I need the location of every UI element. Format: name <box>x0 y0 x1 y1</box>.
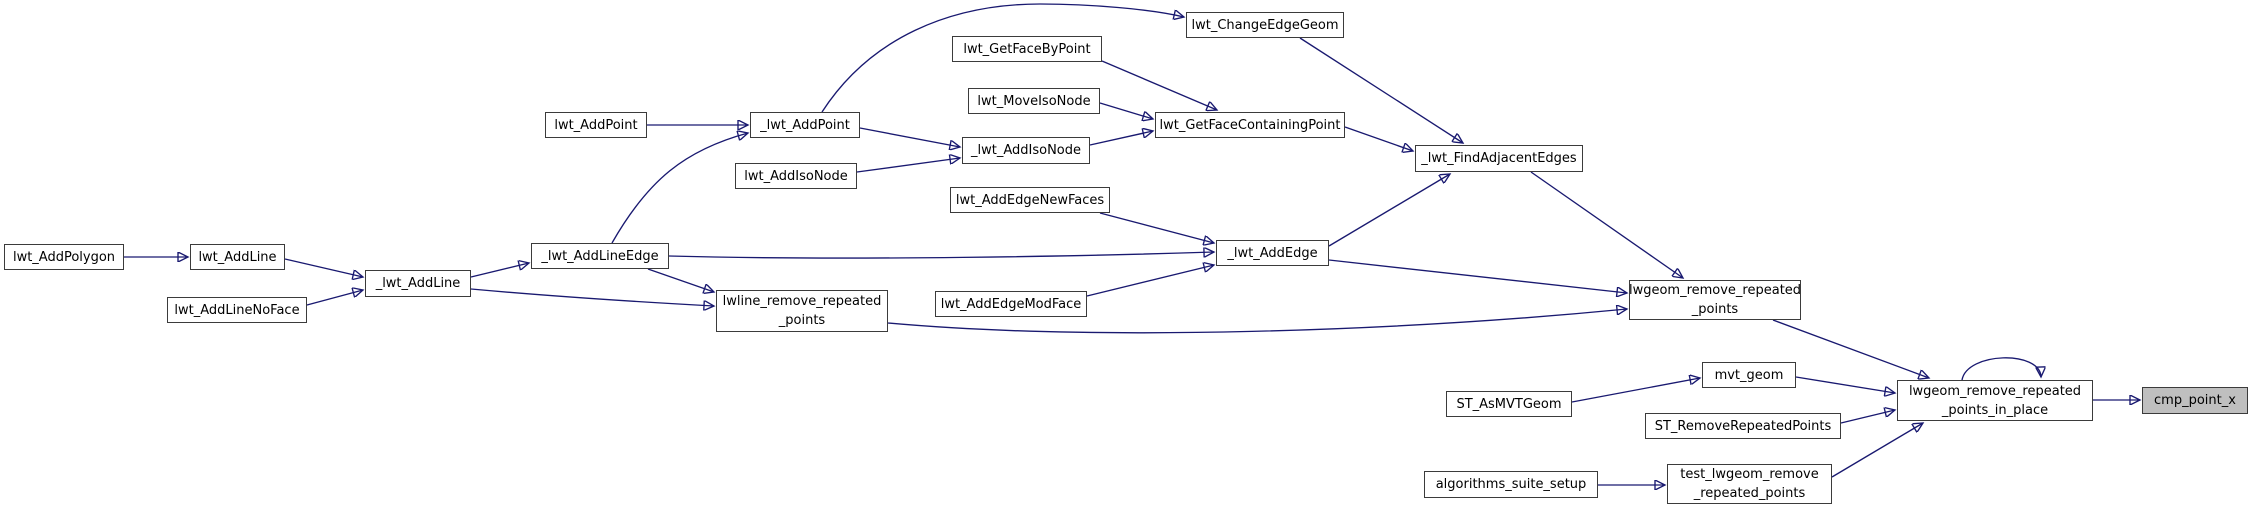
node-ST_RemoveRepeatedPoints[interactable]: ST_RemoveRepeatedPoints <box>1645 413 1841 439</box>
edge-_lwt_AddEdge-to-lwgeom_remove_repeated_points <box>1328 259 1627 293</box>
edge-lwt_AddEdgeNewFaces-to-_lwt_AddEdge <box>1099 212 1214 243</box>
node-algorithms_suite_setup[interactable]: algorithms_suite_setup <box>1424 471 1598 498</box>
edge-lwgeom_remove_repeated_points-to-lwgeom_remove_repeated_points_in_place <box>1772 319 1929 378</box>
node-lwt_GetFaceByPoint[interactable]: lwt_GetFaceByPoint <box>952 36 1102 62</box>
node-lwt_ChangeEdgeGeom[interactable]: lwt_ChangeEdgeGeom <box>1186 12 1344 38</box>
node-lwline_remove_repeated_points[interactable]: lwline_remove_repeated _points <box>716 290 888 332</box>
edge-_lwt_AddLineEdge-to-_lwt_AddPoint <box>611 133 748 244</box>
edge-lwt_GetFaceByPoint-to-lwt_GetFaceContainingPoint <box>1101 60 1217 110</box>
edge-_lwt_AddPoint-to-_lwt_AddIsoNode <box>859 127 960 147</box>
node-test_lwgeom_remove_repeated_points[interactable]: test_lwgeom_remove _repeated_points <box>1667 464 1832 504</box>
node-lwt_AddPolygon[interactable]: lwt_AddPolygon <box>4 244 124 270</box>
node-lwt_AddEdgeNewFaces[interactable]: lwt_AddEdgeNewFaces <box>950 187 1110 213</box>
edge-lwt_ChangeEdgeGeom-to-_lwt_FindAdjacentEdges <box>1299 37 1463 143</box>
edge-lwt_AddEdgeModFace-to-_lwt_AddEdge <box>1086 265 1214 297</box>
edge-lwt_MoveIsoNode-to-lwt_GetFaceContainingPoint <box>1099 102 1153 119</box>
edge-_lwt_AddPoint-to-lwt_ChangeEdgeGeom <box>821 3 1184 113</box>
edge-lwt_AddIsoNode-to-_lwt_AddIsoNode <box>856 158 960 173</box>
node-lwt_AddPoint[interactable]: lwt_AddPoint <box>545 112 647 138</box>
edge-lwt_AddLineNoFace-to-_lwt_AddLine <box>306 290 363 306</box>
node-lwt_MoveIsoNode[interactable]: lwt_MoveIsoNode <box>968 88 1100 114</box>
node-_lwt_FindAdjacentEdges[interactable]: _lwt_FindAdjacentEdges <box>1415 145 1583 172</box>
edge-self-loop-lwgeom_remove_repeated_points_in_place <box>1961 357 2041 381</box>
edge-lwt_GetFaceContainingPoint-to-_lwt_FindAdjacentEdges <box>1344 126 1413 151</box>
edge-test_lwgeom_remove_repeated_points-to-lwgeom_remove_repeated_points_in_place <box>1831 423 1923 478</box>
edge-_lwt_AddEdge-to-_lwt_FindAdjacentEdges <box>1328 174 1450 247</box>
node-_lwt_AddPoint[interactable]: _lwt_AddPoint <box>750 112 860 138</box>
edge-_lwt_AddLine-to-lwline_remove_repeated_points <box>470 288 714 306</box>
node-lwt_AddLine[interactable]: lwt_AddLine <box>190 244 285 270</box>
edge-ST_RemoveRepeatedPoints-to-lwgeom_remove_repeated_points_in_place <box>1840 410 1895 424</box>
node-_lwt_AddEdge[interactable]: _lwt_AddEdge <box>1216 240 1329 266</box>
node-lwt_AddIsoNode[interactable]: lwt_AddIsoNode <box>735 163 857 189</box>
edge-_lwt_AddLine-to-_lwt_AddLineEdge <box>470 263 529 278</box>
node-_lwt_AddLine[interactable]: _lwt_AddLine <box>365 270 471 297</box>
node-lwt_GetFaceContainingPoint[interactable]: lwt_GetFaceContainingPoint <box>1155 112 1345 138</box>
node-lwt_AddLineNoFace[interactable]: lwt_AddLineNoFace <box>167 297 307 323</box>
node-cmp_point_x: cmp_point_x <box>2142 387 2248 414</box>
node-lwgeom_remove_repeated_points_in_place[interactable]: lwgeom_remove_repeated _points_in_place <box>1897 380 2093 421</box>
edge-_lwt_AddLineEdge-to-lwline_remove_repeated_points <box>647 268 714 292</box>
edge-_lwt_FindAdjacentEdges-to-lwgeom_remove_repeated_points <box>1530 171 1683 278</box>
edge-lwline_remove_repeated_points-to-lwgeom_remove_repeated_points <box>887 309 1627 334</box>
edge-_lwt_AddLineEdge-to-_lwt_AddEdge <box>668 252 1214 259</box>
edge-mvt_geom-to-lwgeom_remove_repeated_points_in_place <box>1795 376 1895 393</box>
edge-lwt_AddLine-to-_lwt_AddLine <box>284 258 363 277</box>
node-_lwt_AddIsoNode[interactable]: _lwt_AddIsoNode <box>962 137 1090 164</box>
node-lwgeom_remove_repeated_points[interactable]: lwgeom_remove_repeated _points <box>1629 280 1801 320</box>
edge-_lwt_AddIsoNode-to-lwt_GetFaceContainingPoint <box>1089 131 1153 146</box>
node-ST_AsMVTGeom[interactable]: ST_AsMVTGeom <box>1446 391 1572 417</box>
node-mvt_geom[interactable]: mvt_geom <box>1702 362 1796 388</box>
node-lwt_AddEdgeModFace[interactable]: lwt_AddEdgeModFace <box>935 291 1087 317</box>
node-_lwt_AddLineEdge[interactable]: _lwt_AddLineEdge <box>531 243 669 269</box>
edge-ST_AsMVTGeom-to-mvt_geom <box>1571 378 1700 403</box>
